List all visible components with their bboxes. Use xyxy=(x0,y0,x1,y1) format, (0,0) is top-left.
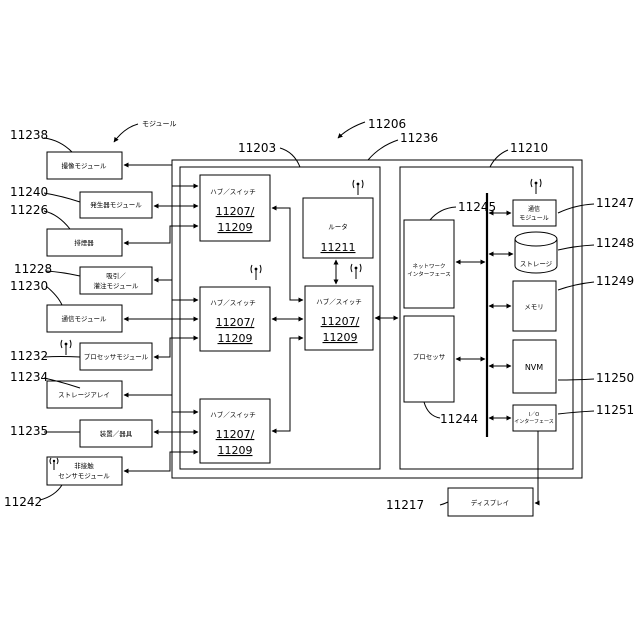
imaging-module-label: 撮像モジュール xyxy=(61,161,107,170)
ref-11242: 11242 xyxy=(4,495,42,509)
noncontact-label-line2: センサモジュール xyxy=(58,472,110,480)
memory-label: メモリ xyxy=(524,303,544,311)
hub-switch-bottom-id1: 11207/ xyxy=(216,428,255,441)
module-pointer-arrow xyxy=(114,124,138,142)
ref-11210: 11210 xyxy=(510,141,548,155)
communication-module-right: 通信 モジュール xyxy=(513,200,556,226)
display: ディスプレイ xyxy=(448,488,533,516)
ref-11250: 11250 xyxy=(596,371,634,385)
ref-11206: 11206 xyxy=(368,117,406,131)
generator-module-label: 発生器モジュール xyxy=(90,200,142,209)
hub-switch-bottom: ハブ／スイッチ 11207/ 11209 xyxy=(200,399,270,463)
hub-switch-right-id2: 11209 xyxy=(323,331,358,344)
imaging-module: 撮像モジュール xyxy=(47,152,122,179)
memory: メモリ xyxy=(513,281,556,331)
hub-switch-bottom-label: ハブ／スイッチ xyxy=(210,410,256,419)
ref-11203: 11203 xyxy=(238,141,276,155)
comm-right-line2: モジュール xyxy=(519,215,549,222)
ref-11245: 11245 xyxy=(458,200,496,214)
ref-11235: 11235 xyxy=(10,424,48,438)
router-label: ルータ xyxy=(328,222,348,231)
display-label: ディスプレイ xyxy=(471,498,510,507)
ref-11236: 11236 xyxy=(400,131,438,145)
smoke-evacuator-module: 排煙器 xyxy=(47,229,122,256)
ref-11232: 11232 xyxy=(10,349,48,363)
network-interface-line1: ネットワーク xyxy=(412,263,445,270)
antenna-icon xyxy=(61,340,71,355)
hub-pointer-arrow xyxy=(338,122,365,138)
hub-switch-right: ハブ／スイッチ 11207/ 11209 xyxy=(305,286,373,350)
hub-switch-top: ハブ／スイッチ 11207/ 11209 xyxy=(200,175,270,241)
hub-switch-top-id1: 11207/ xyxy=(216,205,255,218)
storage-array-label: ストレージアレイ xyxy=(58,391,110,399)
hub-switch-middle-id1: 11207/ xyxy=(216,316,255,329)
hub-switch-middle-id2: 11209 xyxy=(218,332,253,345)
network-interface: ネットワーク インターフェース xyxy=(404,220,454,308)
ref-11244: 11244 xyxy=(440,412,478,426)
communication-module-label: 通信モジュール xyxy=(61,314,107,323)
hub-switch-middle: ハブ／スイッチ 11207/ 11209 xyxy=(200,287,270,351)
ref-11251: 11251 xyxy=(596,403,634,417)
network-interface-line2: インターフェース xyxy=(407,270,450,278)
router-id: 11211 xyxy=(321,241,356,254)
communication-module-left: 通信モジュール xyxy=(47,305,122,332)
ref-11247: 11247 xyxy=(596,196,634,210)
ref-11238: 11238 xyxy=(10,128,48,142)
noncontact-label-line1: 非接触 xyxy=(74,461,94,470)
processor-module-label: プロセッサモジュール xyxy=(84,353,149,361)
devices-label: 装置／器具 xyxy=(100,429,133,438)
ref-11226: 11226 xyxy=(10,203,48,217)
router: ルータ 11211 xyxy=(303,198,373,258)
suction-label-line2: 灌注モジュール xyxy=(93,281,139,290)
io-line2: インターフェース xyxy=(514,418,553,425)
processor-module: プロセッサモジュール xyxy=(80,343,152,370)
generator-module: 発生器モジュール xyxy=(80,192,152,218)
hub-switch-right-label: ハブ／スイッチ xyxy=(316,297,362,306)
ref-11248: 11248 xyxy=(596,236,634,250)
devices-instruments-module: 装置／器具 xyxy=(80,420,152,447)
module-caption: モジュール xyxy=(142,120,177,128)
storage-array-module: ストレージアレイ xyxy=(47,381,122,408)
storage-label: ストレージ xyxy=(520,260,553,268)
suction-label-line1: 吸引／ xyxy=(106,271,126,280)
processor-label: プロセッサ xyxy=(413,353,446,361)
ref-11249: 11249 xyxy=(596,274,634,288)
nvm-label: NVM xyxy=(525,363,543,372)
io-interface: I／O インターフェース xyxy=(513,405,556,431)
ref-11228: 11228 xyxy=(14,262,52,276)
hub-switch-middle-label: ハブ／スイッチ xyxy=(210,298,256,307)
smoke-evacuator-label: 排煙器 xyxy=(74,238,94,247)
ref-11240: 11240 xyxy=(10,185,48,199)
processor: プロセッサ xyxy=(404,316,454,402)
ref-11230: 11230 xyxy=(10,279,48,293)
io-line1: I／O xyxy=(529,412,539,418)
hub-switch-bottom-id2: 11209 xyxy=(218,444,253,457)
nvm: NVM xyxy=(513,340,556,393)
ref-11217: 11217 xyxy=(386,498,424,512)
hub-switch-right-id1: 11207/ xyxy=(321,315,360,328)
ref-11234: 11234 xyxy=(10,370,48,384)
storage-cylinder: ストレージ xyxy=(515,232,557,273)
hub-switch-top-id2: 11209 xyxy=(218,221,253,234)
comm-right-line1: 通信 xyxy=(528,205,540,213)
suction-irrigation-module: 吸引／ 灌注モジュール xyxy=(80,267,152,294)
hub-switch-top-label: ハブ／スイッチ xyxy=(210,187,256,196)
